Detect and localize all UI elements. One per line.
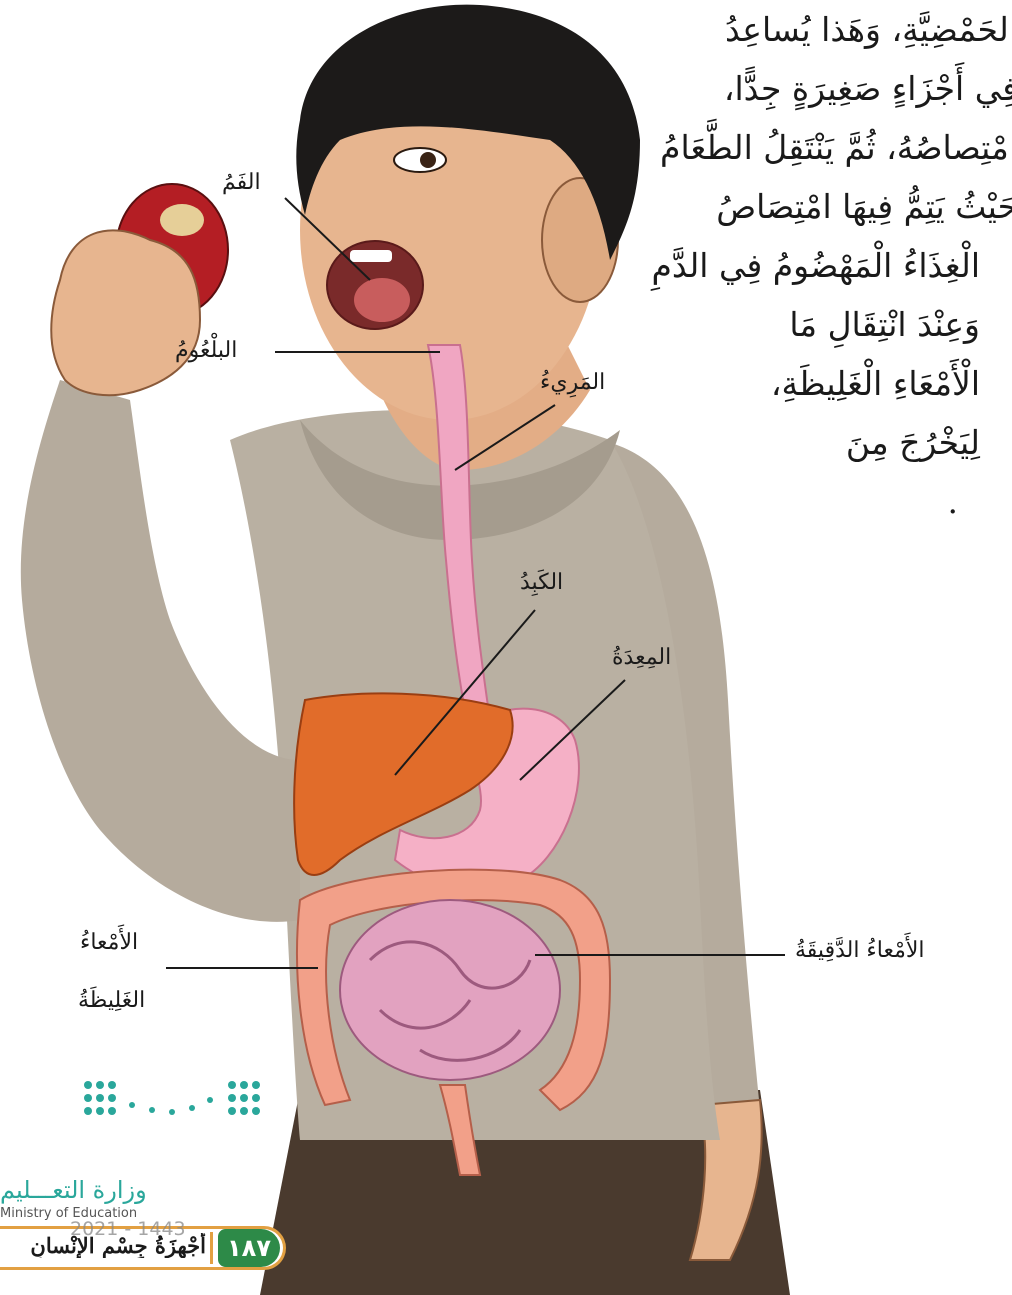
ministry-logo-dots bbox=[84, 1081, 260, 1115]
label-large-intestine-line1: الأَمْعاءُ bbox=[80, 930, 138, 955]
label-stomach: المِعِدَةُ bbox=[612, 645, 671, 670]
label-esophagus: المَرِيءُ bbox=[540, 370, 605, 395]
body-line: لِيَخْرُجَ مِنَ bbox=[658, 413, 1012, 472]
label-liver: الكَبِدُ bbox=[520, 570, 563, 595]
body-line: الْغِذَاءُ الْمَهْضُومُ فِي الدَّمِ bbox=[658, 236, 1012, 295]
body-line: حَيْثُ يَتِمُّ فِيهَا امْتِصَاصُ bbox=[658, 177, 1012, 236]
label-mouth: الفَمُ bbox=[222, 170, 261, 195]
body-line: الحَمْضِيَّةِ، وَهَذا يُساعِدُ bbox=[658, 0, 1012, 59]
ministry-logo-arabic: وزارة التعـــليم bbox=[0, 1176, 172, 1204]
label-large-intestine-line2: الغَلِيظَةُ bbox=[78, 988, 145, 1013]
left-hand-shape bbox=[51, 230, 200, 395]
label-pharynx: البلْعُومُ bbox=[175, 338, 237, 363]
body-line: امْتِصاصُهُ، ثُمَّ يَنْتَقِلُ الطَّعَامُ bbox=[658, 118, 1012, 177]
body-line: فِي أَجْزَاءٍ صَغِيرَةٍ جِدًّا، bbox=[658, 59, 1012, 118]
body-line: الْأَمْعَاءِ الْغَلِيظَةِ، bbox=[658, 354, 1012, 413]
body-line: . bbox=[658, 472, 1012, 531]
small-intestine-shape bbox=[340, 900, 560, 1080]
apple-bite-shape bbox=[160, 204, 204, 236]
body-line: وَعِنْدَ انْتِقَالِ مَا bbox=[658, 295, 1012, 354]
tongue-shape bbox=[354, 278, 410, 322]
footer-divider bbox=[210, 1232, 213, 1264]
pupil-shape bbox=[420, 152, 436, 168]
label-small-intestine: الأَمْعاءُ الدَّقِيقَةُ bbox=[795, 938, 925, 963]
teeth-shape bbox=[350, 250, 392, 262]
body-paragraph: الحَمْضِيَّةِ، وَهَذا يُساعِدُ فِي أَجْز… bbox=[658, 0, 1012, 531]
year-stamp: 2021 - 1443 bbox=[70, 1218, 186, 1240]
page-number: ١٨٧ bbox=[218, 1229, 280, 1267]
